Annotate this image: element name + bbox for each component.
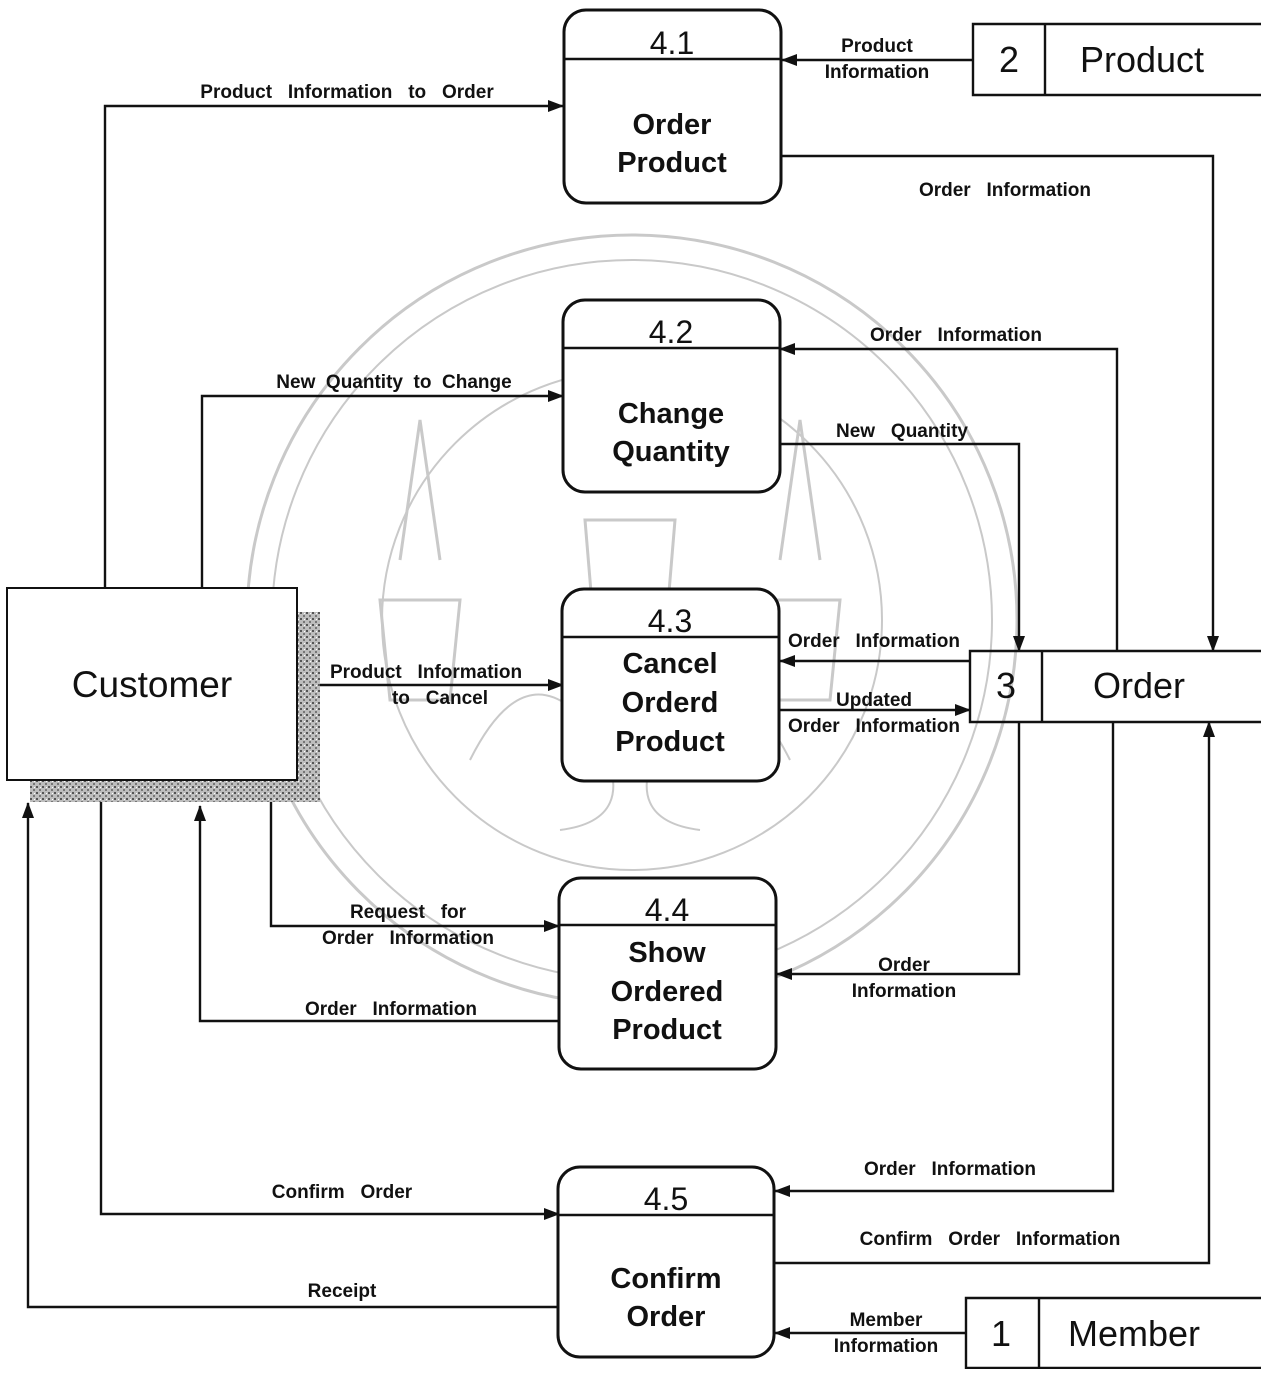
flow-customer-to-4-4 [269,780,560,932]
flow-label: Order Information [870,325,1042,346]
flow-label: Information [834,1336,939,1357]
process-name-line: Product [617,147,727,179]
store-id: 1 [991,1313,1011,1354]
flow-label: Order Information [788,631,960,652]
flow-label: Order Information [919,180,1091,201]
store-member[interactable]: 1 Member [964,1296,1261,1370]
flow-label: Receipt [308,1281,377,1302]
process-number: 4.2 [649,314,693,350]
process-name-line: Order [627,1301,706,1333]
flow-label: Member [850,1310,923,1331]
flow-4-5-to-order-store [775,721,1215,1265]
flow-customer-to-4-2 [200,390,564,588]
store-product[interactable]: 2 Product [971,22,1261,97]
process-name-line: Order [633,109,712,141]
flow-order-store-to-4-2 [779,343,1119,651]
flow-4-2-to-order-store [780,442,1025,652]
flow-customer-to-4-5 [99,800,560,1220]
flow-4-1-to-order-store [782,154,1219,652]
process-name-line: Product [612,1014,722,1046]
process-name-line: Change [618,398,724,430]
store-name: Product [1080,39,1204,80]
entity-box [6,587,298,781]
flow-lines [22,54,1219,1339]
flow-label: Order Information [864,1159,1036,1180]
flow-label: Product Information [330,662,522,683]
store-order[interactable]: 3 Order [968,649,1261,724]
process-number: 4.3 [648,603,692,639]
customer-entity[interactable]: Customer [6,587,320,802]
flow-label: Order Information [305,999,477,1020]
process-name-line: Ordered [611,976,724,1008]
flow-label: Information [852,981,957,1002]
process-4-1[interactable]: 4.1 Order Product [562,8,783,205]
flow-label: to Cancel [392,688,488,709]
flow-label: Confirm Order [272,1182,413,1203]
flow-label: New Quantity to Change [276,372,511,393]
store-name: Order [1093,665,1185,706]
flow-4-4-to-customer [194,805,559,1023]
process-number: 4.1 [650,25,694,61]
flow-order-store-to-4-5 [774,722,1115,1197]
process-number: 4.5 [644,1181,688,1217]
flow-4-5-to-customer [22,802,559,1309]
flow-label: Request for [350,902,467,923]
process-4-3[interactable]: 4.3 Cancel Orderd Product [560,587,781,783]
entity-label: Customer [72,664,232,705]
store-name: Member [1068,1313,1200,1354]
process-name-line: Confirm [610,1263,721,1295]
process-4-5[interactable]: 4.5 Confirm Order [556,1165,776,1359]
flow-label: Confirm Order Information [860,1229,1121,1250]
process-number: 4.4 [645,892,689,928]
flow-customer-to-4-1 [103,100,564,588]
store-id: 2 [999,39,1019,80]
flow-label: Order [878,955,930,976]
store-id: 3 [996,665,1016,706]
process-4-2[interactable]: 4.2 Change Quantity [561,298,782,494]
flow-order-store-to-4-4 [776,722,1021,980]
flow-label: Product Information to Order [200,82,494,103]
process-name-line: Cancel [622,648,717,680]
flow-label: Updated [836,690,912,711]
process-name-line: Show [628,937,706,969]
flow-label: Order Information [322,928,494,949]
process-name-line: Quantity [612,436,730,468]
flow-label: Product [841,36,913,57]
process-4-4[interactable]: 4.4 Show Ordered Product [557,876,778,1071]
process-name-line: Orderd [622,687,719,719]
flow-label: Order Information [788,716,960,737]
flow-labels: Product Information to Order Product Inf… [200,36,1120,1357]
flow-label: Information [825,62,930,83]
flow-label: New Quantity [836,421,968,442]
process-name-line: Product [615,726,725,758]
